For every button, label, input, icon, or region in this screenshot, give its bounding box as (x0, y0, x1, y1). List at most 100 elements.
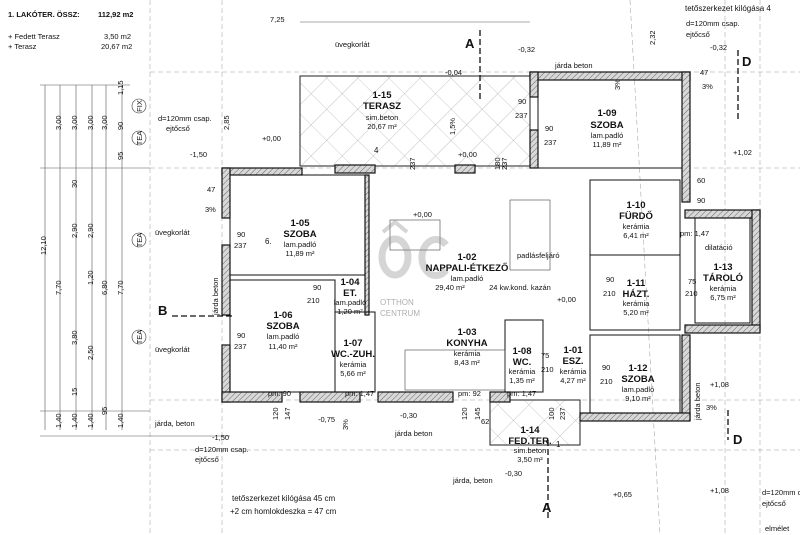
dim: 100 (547, 407, 556, 420)
level: +0,00 (262, 134, 281, 143)
note-stair-1: 1 (556, 440, 561, 449)
parapet-height: pm: 1,47 (507, 389, 536, 398)
door-dim: 90 (237, 331, 245, 340)
watermark-text: CENTRUM (380, 309, 420, 318)
room-label-text: 1-07 (343, 338, 362, 349)
note-downpipe: d=120mm csap. (686, 19, 740, 28)
note-dilatation: dilatáció (705, 243, 733, 252)
room-label-text: kerámia (623, 222, 651, 231)
room-label-text: 8,43 m² (454, 358, 480, 367)
room-label-text: HÁZT. (623, 289, 650, 300)
room-label-text: SZOBA (621, 374, 654, 385)
room-label-text: 1-10 (626, 200, 645, 211)
room-label-text: TERASZ (363, 101, 401, 112)
note-downpipe: d=120mm csap. (195, 445, 249, 454)
room-label-text: 1,35 m² (509, 376, 535, 385)
terrace-value: 20,67 m2 (101, 42, 132, 51)
room-label-text: WC.-ZUH. (331, 349, 375, 360)
dim: 3,00 (100, 115, 109, 130)
room-label-text: kerámia (560, 367, 588, 376)
note-downpipe: ejtőcső (195, 455, 219, 464)
dim-total-height: 12,10 (39, 236, 48, 255)
window-tags: FIX TEA TEA TEA (131, 98, 147, 345)
level: -0,30 (505, 469, 522, 478)
door-dim: 90 (313, 283, 321, 292)
covered-terrace-label: + Fedett Terasz (8, 32, 60, 41)
dim: 6,80 (100, 280, 109, 295)
dim: 95 (116, 152, 125, 160)
room-label-text: lam.padló (334, 298, 367, 307)
dim: 30 (70, 180, 79, 188)
dim: 1,40 (70, 413, 79, 428)
dim: 7,70 (116, 280, 125, 295)
room-label-text: ET. (343, 288, 357, 299)
area-summary: 1. LAKÓTER. ÖSSZ: 112,92 m2 + Fedett Ter… (8, 10, 133, 51)
dim: 2,32 (648, 30, 657, 45)
level: -0,32 (710, 43, 727, 52)
window-tag-tea: TEA (135, 233, 144, 248)
door-dim: 180 (493, 157, 502, 170)
dim: 2,90 (70, 223, 79, 238)
left-dimensions (40, 84, 230, 437)
room-label-text: 24 kw.kond. kazán (489, 283, 551, 292)
section-markers: A A B D D (158, 30, 751, 520)
note-downpipe: d=120mm csap. (158, 114, 212, 123)
room-label-text: 5,20 m² (623, 308, 649, 317)
door-dim: 60 (697, 176, 705, 185)
door-dim: 90 (518, 97, 526, 106)
note-pavement: járda beton (693, 382, 702, 421)
room-label-text: kerámia (710, 284, 738, 293)
dim: 15 (70, 388, 79, 396)
room-label-text: 5,66 m² (340, 369, 366, 378)
note-downpipe: ejtőcső (762, 499, 786, 508)
terrace-1-15 (299, 75, 531, 167)
room-label-text: 1-04 (340, 277, 360, 288)
watermark-logo: OTTHON CENTRUM (378, 219, 449, 318)
room-label-text: lam.padló (622, 385, 655, 394)
dim: 47 (700, 68, 708, 77)
covered-terrace-value: 3,50 m2 (104, 32, 131, 41)
room-label-text: kerámia (509, 367, 537, 376)
door-dim: 90 (237, 230, 245, 239)
dim: 120 (271, 407, 280, 420)
level: -0,30 (400, 411, 417, 420)
door-dim: 237 (544, 138, 557, 147)
door-dim: 210 (603, 289, 616, 298)
room-label-text: sim.beton (514, 446, 547, 455)
room-label-text: 1-02 (457, 252, 476, 263)
dim: 1,40 (86, 413, 95, 428)
section-b: B (158, 303, 167, 318)
total-label: 1. LAKÓTER. ÖSSZ: (8, 10, 80, 19)
level: -1,50 (212, 433, 229, 442)
note-pavement: járda, beton (154, 419, 195, 428)
dim: 95 (100, 407, 109, 415)
dim: 2,90 (86, 223, 95, 238)
door-dim: 75 (688, 277, 696, 286)
room-label-text: WC. (513, 357, 531, 368)
dim: 1,20 (86, 270, 95, 285)
door-dim: 237 (234, 241, 247, 250)
door-dim: 237 (515, 111, 528, 120)
total-value: 112,92 m2 (98, 10, 133, 19)
door-dim: 237 (500, 157, 509, 170)
dim-top-width: 7,25 (270, 15, 285, 24)
room-label-text: 1-08 (512, 346, 531, 357)
dim: 1,15 (116, 80, 125, 95)
window-tag-tea: TEA (135, 330, 144, 345)
note-attic-access: padlásfeljáró (517, 251, 560, 260)
room-label-text: 1-11 (627, 278, 646, 289)
dim: 145 (473, 407, 482, 420)
room-label-text: 1-09 (597, 108, 616, 119)
note-roof-overhang: tetőszerkezet kilógása 45 cm (232, 494, 335, 503)
slope: 3% (205, 205, 216, 214)
slope: 3% (613, 79, 622, 90)
room-label-text: SZOBA (590, 120, 623, 131)
